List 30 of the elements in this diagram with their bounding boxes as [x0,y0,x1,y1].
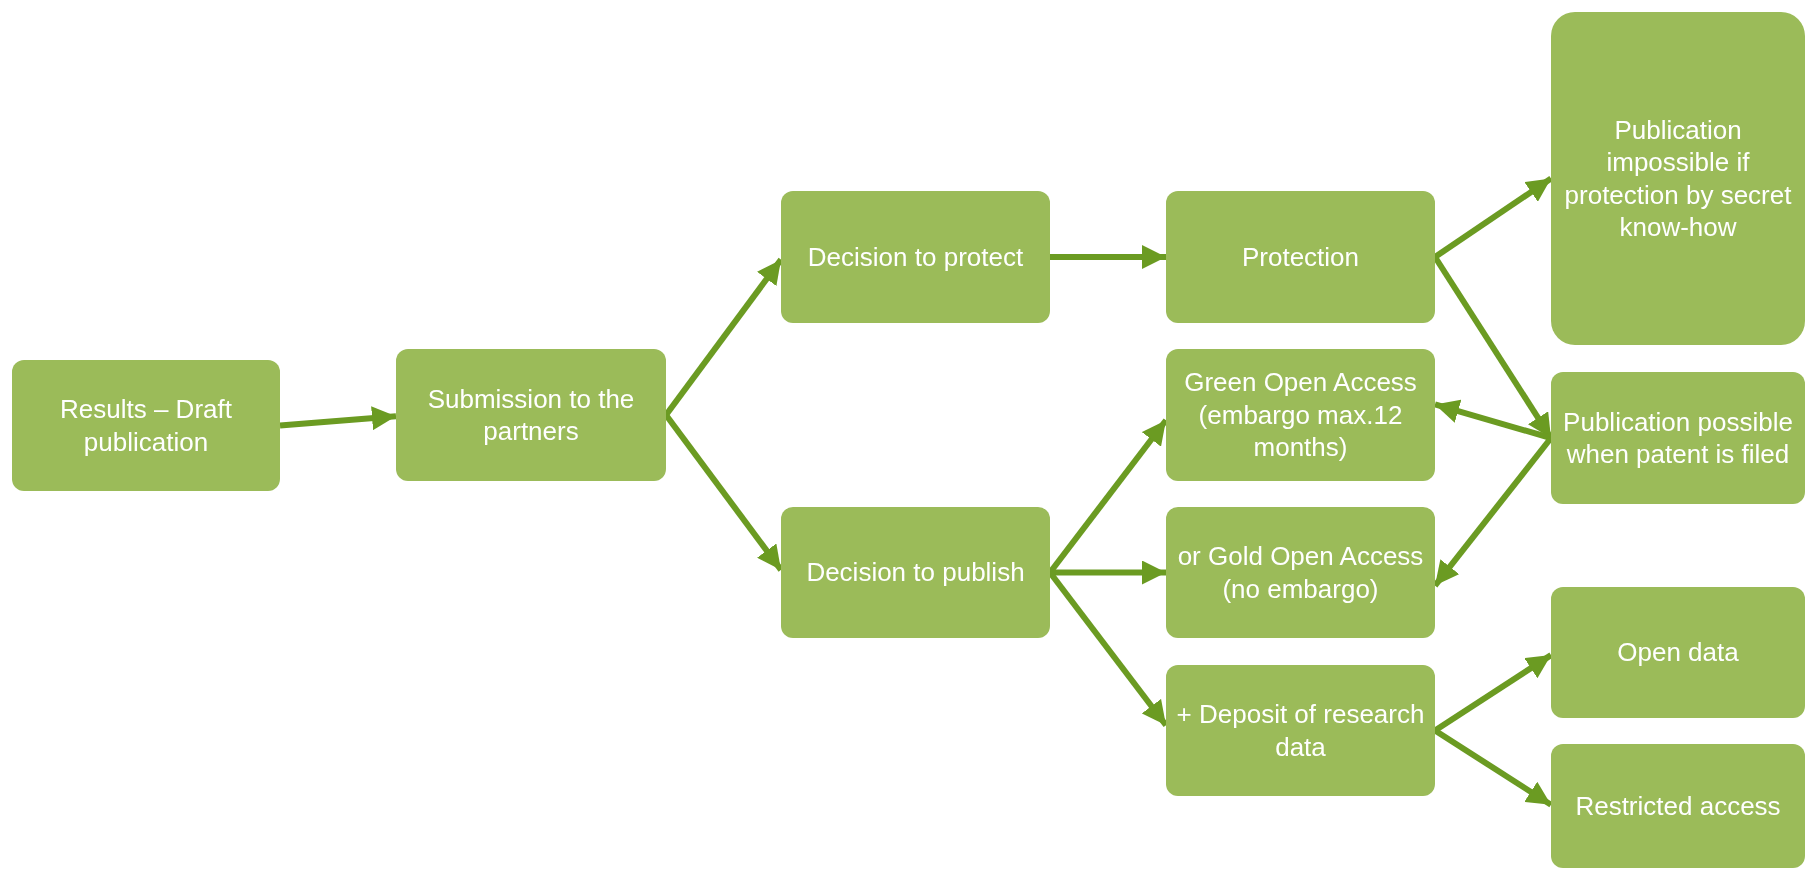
box-label: Decision to protect [807,240,1024,274]
box-label: Publication impossible if protection by secret know-how [1563,113,1793,244]
box-label: or Gold Open Access (no embargo) [1176,540,1425,605]
process-box [396,349,666,481]
box-label: Green Open Access (embargo max.12 months) [1183,366,1418,464]
process-box [1166,507,1435,638]
box-label: Open data [1617,636,1739,669]
process-box [781,191,1050,323]
process-box [1551,372,1805,504]
box-label: Results – Draft publication [59,393,233,458]
box-label: Protection [1241,240,1360,274]
process-box [1166,349,1435,481]
process-box [1166,665,1435,796]
arrow [1433,176,1553,260]
process-box [1551,744,1805,868]
arrow [1050,560,1166,585]
box-label: Publication possible when patent is filed [1562,405,1794,471]
process-box [1551,587,1805,718]
process-box [781,507,1050,638]
box-label: Submission to the partners [426,382,636,448]
arrow [1433,727,1553,808]
box-label: Decision to publish [806,556,1025,589]
arrow [279,406,397,431]
process-box [1551,12,1805,345]
box-label: + Deposit of research data [1176,698,1425,763]
process-box [1166,191,1435,323]
process-box [12,360,280,491]
arrow [1050,245,1166,269]
box-label: Restricted access [1575,789,1781,823]
arrow [1433,652,1553,733]
